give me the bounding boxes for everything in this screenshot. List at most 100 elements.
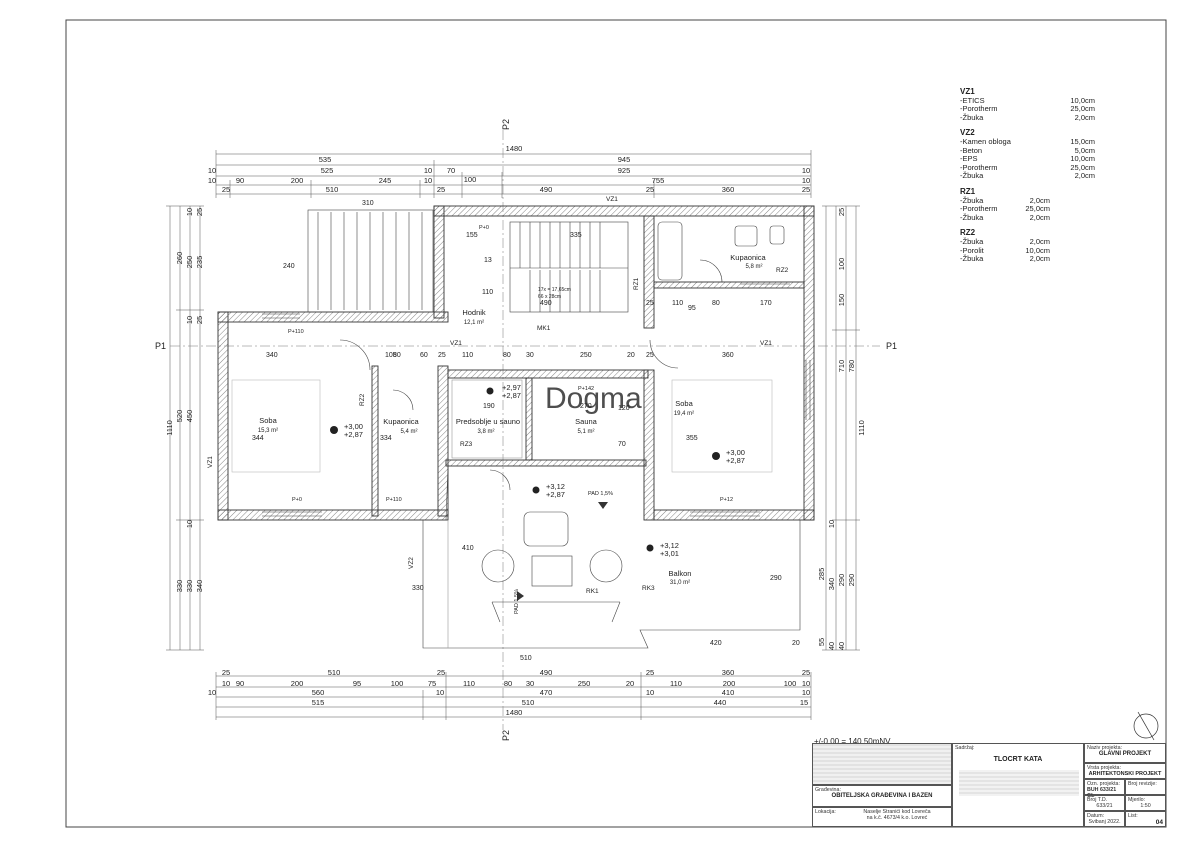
dim: 95: [353, 679, 361, 688]
dim: 90: [236, 679, 244, 688]
wall-tag: RK1: [586, 588, 599, 595]
room-area: 5,1 m²: [577, 429, 594, 435]
room-area: 15,3 m²: [258, 428, 278, 434]
dim: 290: [837, 574, 846, 587]
dim: 30: [526, 352, 534, 359]
dim: 100: [837, 258, 846, 271]
project-code-cell: Ozn. projekta: BUH 633/21 GL: [1084, 779, 1125, 799]
legend-thickness: 2,0cm: [1074, 171, 1095, 181]
signature-stamp-area: [959, 770, 1079, 796]
dim: 440: [714, 698, 727, 707]
location-line-1: Naselje Stranići kod Lovreča: [863, 809, 931, 815]
room-name: Kupaonica: [383, 417, 419, 426]
dim: 490: [540, 185, 553, 194]
project-type-value: ARHITEKTONSKI PROJEKT: [1088, 771, 1162, 777]
dim: 10: [185, 208, 194, 216]
dim: 360: [722, 185, 735, 194]
sheet-number-value: 04: [1155, 819, 1163, 826]
dim: 40: [827, 642, 836, 650]
dim: 170: [760, 300, 772, 307]
dim: 120: [618, 405, 630, 412]
legend-thickness: 2,0cm: [1029, 212, 1050, 222]
dim: 25: [222, 668, 230, 677]
dim: 490: [540, 668, 553, 677]
td-number-value: 633/21: [1096, 803, 1113, 809]
room-name: Soba: [675, 399, 693, 408]
interior-dimensions: 340 105 80 60 25 110 80 30 250 20 25 360…: [252, 200, 800, 662]
dim: 10: [646, 688, 654, 697]
level-bottom: +3,01: [660, 549, 679, 558]
wall-tag: RZ2: [776, 267, 789, 274]
datum-note: +/-0,00 = 140,50mNV: [814, 737, 891, 746]
legend-group-title: VZ2: [960, 128, 975, 138]
dim: 40: [837, 642, 846, 650]
dim-total: 1110: [165, 420, 174, 436]
dim: 470: [540, 688, 553, 697]
location-line-2: na k.č. 4673/4 k.o. Lovreć: [866, 815, 928, 821]
dim: 100: [784, 679, 797, 688]
location-cell: Lokacija: Naselje Stranići kod Lovreča n…: [812, 807, 952, 827]
dim: 344: [252, 435, 264, 442]
date-label: Datum:: [1087, 813, 1105, 819]
dim: 335: [570, 232, 582, 239]
dim: 510: [522, 698, 535, 707]
dim: 240: [283, 263, 295, 270]
legend-group-title: VZ1: [960, 87, 975, 96]
dim: 310: [362, 200, 374, 207]
legend-thickness: 25,0cm: [1070, 162, 1095, 172]
dim: 100: [391, 679, 404, 688]
dim: 520: [175, 410, 184, 423]
dim: 250: [578, 679, 591, 688]
wall-tag: VZ1: [760, 340, 772, 347]
content-cell: Sadržaj: TLOCRT KATA: [952, 743, 1084, 827]
legend-layer: -Žbuka: [960, 171, 984, 181]
dim: 10: [208, 688, 216, 697]
dim: 340: [195, 580, 204, 593]
legend-layer: -Porotherm: [960, 104, 998, 114]
dim-total: 1110: [857, 420, 866, 436]
legend-thickness: 2,0cm: [1029, 195, 1050, 205]
dim: 525: [321, 166, 334, 175]
dimension-lines: [166, 150, 860, 720]
dim: 95: [688, 305, 696, 312]
dim: 25: [222, 185, 230, 194]
dim: 780: [847, 360, 856, 373]
scale-cell: Mjerilo: 1:50: [1125, 795, 1166, 811]
dim: P+0: [292, 497, 302, 503]
dim: 66 x 28cm: [538, 294, 561, 300]
dim-total: 1480: [506, 144, 523, 153]
dim: 510: [328, 668, 341, 677]
watermark: Dogma: [545, 382, 642, 415]
company-logo-area: [812, 743, 952, 785]
dim: 355: [686, 435, 698, 442]
dim: 10: [802, 166, 810, 175]
level-marker-room-east: +3,00 +2,87: [712, 448, 745, 465]
dim: 110: [482, 289, 493, 296]
dim: 200: [291, 679, 304, 688]
dim: 250: [185, 256, 194, 269]
dim: P+142: [578, 386, 594, 392]
room-name: Sauna: [575, 417, 598, 426]
dim: 410: [462, 545, 474, 552]
dim: 290: [770, 575, 782, 582]
plan-lines: [231, 209, 811, 649]
dim: 10: [827, 520, 836, 528]
dim: 100: [464, 175, 477, 184]
room-area: 5,8 m²: [745, 264, 762, 270]
dim: 200: [291, 176, 304, 185]
date-cell: Datum: Svibanj 2022.: [1084, 811, 1125, 827]
room-name: Predsoblje u sauno: [456, 417, 520, 426]
slope-arrow-icon: [598, 502, 608, 509]
legend-thickness: 2,0cm: [1029, 254, 1050, 264]
legend-group-title: RZ2: [960, 228, 976, 238]
dim: 10: [436, 688, 444, 697]
dim: 80: [393, 352, 401, 359]
section-mark-p1-left: P1: [155, 341, 166, 351]
